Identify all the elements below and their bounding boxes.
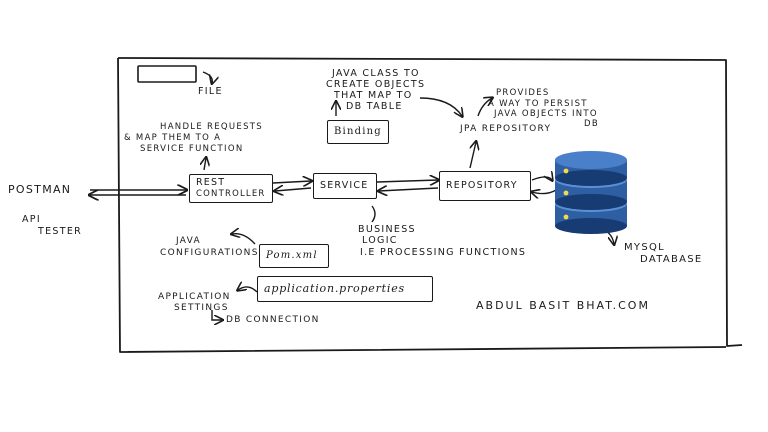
db-connection-hook xyxy=(211,310,222,320)
handle-note-3: SERVICE FUNCTION xyxy=(140,144,244,154)
jpa-repository-label: JPA REPOSITORY xyxy=(460,124,552,134)
service-box: SERVICE xyxy=(313,173,377,199)
java-class-to-jpa-arrow xyxy=(419,97,462,116)
handle-note-arrow xyxy=(204,158,206,171)
java-config-note-2: CONFIGURATIONS xyxy=(160,248,259,258)
postman-label: POSTMAN xyxy=(8,183,72,196)
repository-to-service-arrow xyxy=(379,188,439,191)
java-class-note-2: CREATE OBJECTS xyxy=(326,79,426,90)
tester-label: TESTER xyxy=(38,226,83,237)
application-properties-label: application.properties xyxy=(264,282,405,295)
handle-note-1: HANDLE REQUESTS xyxy=(160,122,263,132)
provides-note-1: PROVIDES xyxy=(496,88,550,98)
java-class-note-1: JAVA CLASS TO xyxy=(332,68,420,79)
controller-to-service-arrow xyxy=(272,181,311,183)
db-disk-top xyxy=(555,151,627,186)
binding-box: Binding xyxy=(327,120,389,144)
provides-note-2: A WAY TO PERSIST xyxy=(488,99,588,109)
java-class-note-3: THAT MAP TO xyxy=(334,90,413,101)
service-label: SERVICE xyxy=(320,180,369,191)
service-to-repository-arrow xyxy=(376,180,438,182)
repository-to-jpa-arrow xyxy=(469,142,476,169)
pom-label: Pom.xml xyxy=(266,250,318,261)
file-legend-box xyxy=(137,65,197,83)
mysql-note-2: DATABASE xyxy=(640,254,703,265)
provides-note-3: JAVA OBJECTS INTO xyxy=(494,109,598,119)
java-class-note-4: DB TABLE xyxy=(346,101,403,112)
file-legend-arrow xyxy=(202,71,212,83)
properties-to-settings-arrow xyxy=(238,287,258,293)
binding-label: Binding xyxy=(334,126,382,137)
rest-controller-box: REST CONTROLLER xyxy=(189,174,273,203)
api-label: API xyxy=(22,214,41,225)
service-to-business-arrow xyxy=(371,205,376,223)
mysql-note-1: MYSQL xyxy=(624,242,666,253)
app-settings-note-1: APPLICATION xyxy=(158,292,231,302)
business-note-1: BUSINESS xyxy=(358,224,416,235)
database-icon xyxy=(555,151,627,234)
java-config-note-1: JAVA xyxy=(176,236,202,246)
provides-arrow xyxy=(477,98,492,117)
service-to-controller-arrow xyxy=(275,188,312,191)
application-properties-box: application.properties xyxy=(257,276,433,302)
file-legend-label: FILE xyxy=(198,86,223,97)
app-settings-note-2: SETTINGS xyxy=(174,303,229,313)
db-to-repository-arrow xyxy=(532,190,557,194)
repository-to-db-arrow xyxy=(531,177,552,180)
pom-box: Pom.xml xyxy=(259,244,329,268)
provides-note-4: DB xyxy=(584,119,599,129)
business-note-3: i.e PROCESSING FUNCTIONS xyxy=(360,247,527,258)
handle-note-2: & MAP THEM TO A xyxy=(124,133,222,143)
db-connection-label: DB CONNECTION xyxy=(226,315,320,325)
website-label: ABDUL BASIT BHAT.COM xyxy=(476,299,650,312)
business-note-2: LOGIC xyxy=(362,235,398,246)
outer-frame xyxy=(117,57,743,353)
rest-controller-label-2: CONTROLLER xyxy=(196,189,266,199)
rest-controller-label-1: REST xyxy=(196,177,226,188)
repository-label: REPOSITORY xyxy=(446,180,518,191)
pom-to-config-arrow xyxy=(232,234,256,245)
repository-box: REPOSITORY xyxy=(439,171,531,201)
